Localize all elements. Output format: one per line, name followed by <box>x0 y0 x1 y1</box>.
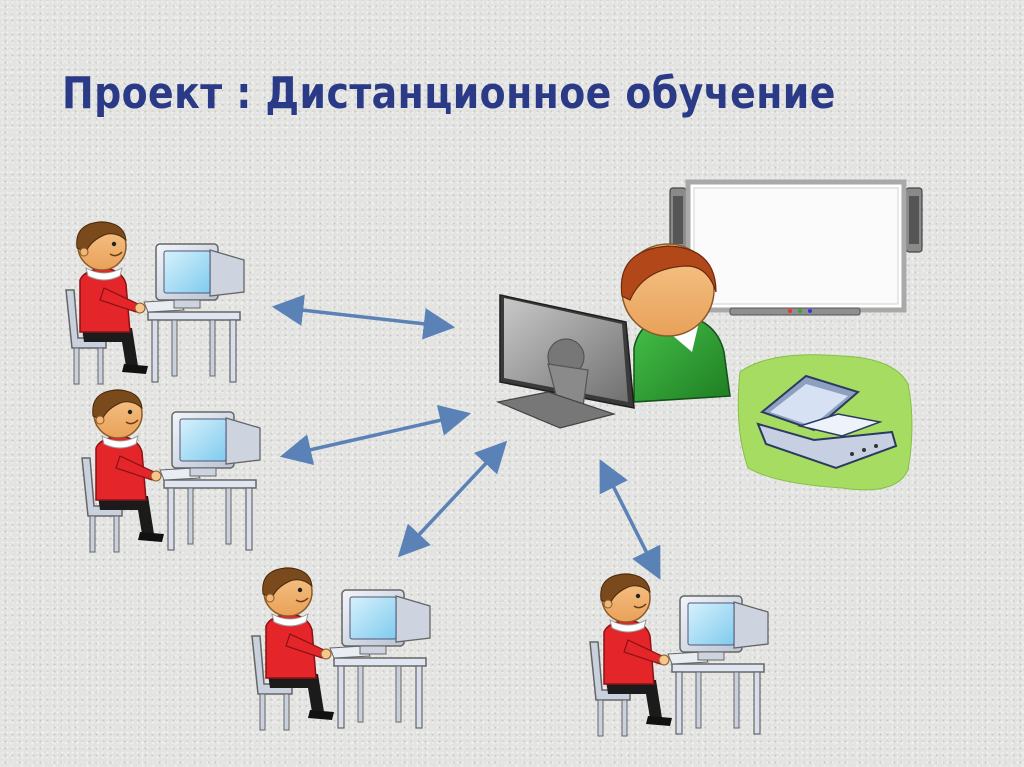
interactive-whiteboard-icon <box>669 179 923 316</box>
page-title: Проект : Дистанционное обучение <box>62 68 836 119</box>
arrow-teacher-student-3 <box>397 440 508 558</box>
student-computer-icon <box>251 567 431 731</box>
student-computer-icon <box>589 573 769 737</box>
arrow-teacher-student-4 <box>599 459 661 580</box>
student-computer-icon <box>65 221 245 385</box>
arrow-teacher-student-2 <box>279 404 472 466</box>
scanner-icon <box>737 354 913 491</box>
arrow-teacher-student-1 <box>271 294 456 340</box>
teacher-computer-icon <box>495 243 731 429</box>
connection-arrows <box>271 294 661 580</box>
student-computer-icon <box>81 389 261 553</box>
